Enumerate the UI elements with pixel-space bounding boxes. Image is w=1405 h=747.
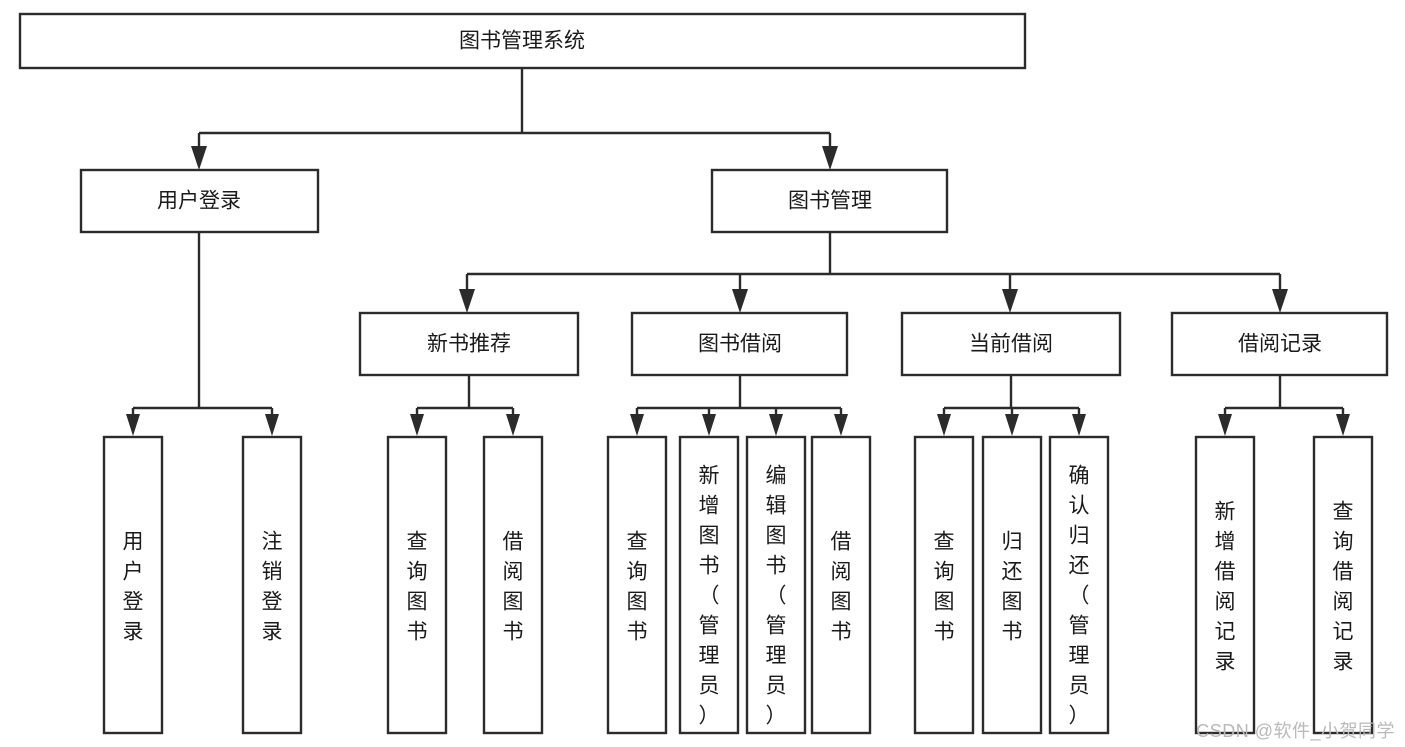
node-user-login-label: 用户登录: [157, 190, 241, 213]
node-user-login-box[interactable]: [79, 168, 320, 234]
leaf-node[interactable]: 查询借阅记录: [1312, 435, 1374, 735]
leaf-node-label: 新增借阅记录: [1215, 500, 1236, 673]
leaf-node-box[interactable]: [745, 435, 807, 735]
leaf-node-box[interactable]: [241, 435, 303, 735]
node-borrow-records[interactable]: 借阅记录: [1170, 311, 1389, 377]
node-borrow-records-label: 借阅记录: [1238, 333, 1322, 356]
arrow-new-book-to-leaf-2: [506, 414, 520, 436]
node-book-management-box[interactable]: [710, 168, 949, 234]
leaf-node[interactable]: 归还图书: [981, 435, 1043, 735]
arrow-records-to-leaf-1: [1218, 414, 1232, 436]
leaf-node-box[interactable]: [981, 435, 1043, 735]
node-current-borrow[interactable]: 当前借阅: [900, 311, 1122, 377]
leaf-node[interactable]: 查询图书: [913, 435, 975, 735]
arrow-user-login-to-leaf-1: [126, 414, 140, 436]
leaf-node[interactable]: 注销登录: [241, 435, 303, 735]
arrow-records-to-leaf-2: [1336, 414, 1350, 436]
arrow-new-book-to-leaf-1: [410, 414, 424, 436]
leaf-node-box[interactable]: [1194, 435, 1256, 735]
leaf-node-box[interactable]: [102, 435, 164, 735]
node-book-management-label: 图书管理: [788, 190, 872, 213]
leaf-node[interactable]: 新增借阅记录: [1194, 435, 1256, 735]
leaf-node-box[interactable]: [482, 435, 544, 735]
watermark: CSDN @软件_小贺同学: [1196, 721, 1395, 741]
leaf-node-label: 编辑图书（管理员）: [766, 464, 787, 727]
leaf-node-label: 借阅图书: [503, 530, 524, 643]
leaf-node-label: 确认归还（管理员）: [1069, 464, 1090, 727]
leaf-node[interactable]: 新增图书（管理员）: [678, 435, 740, 735]
node-book-borrow-box[interactable]: [630, 311, 849, 377]
arrow-root-to-book-mgmt: [822, 146, 838, 170]
arrow-current-to-leaf-3: [1072, 414, 1086, 436]
leaf-node[interactable]: 查询图书: [386, 435, 448, 735]
node-root[interactable]: 图书管理系统: [18, 12, 1027, 70]
leaf-node[interactable]: 用户登录: [102, 435, 164, 735]
node-book-management[interactable]: 图书管理: [710, 168, 949, 234]
leaf-node[interactable]: 借阅图书: [482, 435, 544, 735]
node-borrow-records-box[interactable]: [1170, 311, 1389, 377]
node-book-borrow-label: 图书借阅: [698, 333, 782, 356]
leaf-node-label: 查询图书: [627, 530, 648, 643]
leaf-node-box[interactable]: [386, 435, 448, 735]
arrow-borrow-to-leaf-2: [702, 414, 716, 436]
node-new-book-recommend-box[interactable]: [358, 311, 580, 377]
leaf-node[interactable]: 编辑图书（管理员）: [745, 435, 807, 735]
arrow-current-to-leaf-2: [1005, 414, 1019, 436]
node-book-borrow[interactable]: 图书借阅: [630, 311, 849, 377]
leaf-node-box[interactable]: [606, 435, 668, 735]
node-root-label: 图书管理系统: [459, 30, 585, 53]
arrow-borrow-to-leaf-4: [834, 414, 848, 436]
leaf-node-box[interactable]: [913, 435, 975, 735]
leaf-node-label: 归还图书: [1002, 530, 1023, 643]
leaf-node-label: 借阅图书: [831, 530, 852, 643]
arrow-current-to-leaf-1: [937, 414, 951, 436]
arrow-borrow-to-leaf-3: [769, 414, 783, 436]
connector-layer: [126, 68, 1350, 436]
leaf-node-box[interactable]: [1312, 435, 1374, 735]
leaf-node[interactable]: 借阅图书: [810, 435, 872, 735]
node-new-book-recommend[interactable]: 新书推荐: [358, 311, 580, 377]
arrow-user-login-to-leaf-2: [265, 414, 279, 436]
leaf-node-label: 查询图书: [934, 530, 955, 643]
leaf-layer: 用户登录 注销登录 查询图书 借阅图书 查询图书 新增图书（管理员） 编辑图书（管理员） 借阅…: [102, 435, 1374, 735]
node-user-login[interactable]: 用户登录: [79, 168, 320, 234]
arrow-book-mgmt-to-new-book: [459, 289, 475, 313]
arrow-book-mgmt-to-records: [1272, 289, 1288, 313]
node-current-borrow-label: 当前借阅: [969, 333, 1053, 356]
arrow-borrow-to-leaf-1: [630, 414, 644, 436]
leaf-node-label: 查询借阅记录: [1333, 500, 1354, 673]
leaf-node-box[interactable]: [1048, 435, 1110, 735]
arrow-root-to-user-login: [191, 146, 207, 170]
arrow-book-mgmt-to-current: [1002, 289, 1018, 313]
leaf-node-label: 注销登录: [262, 530, 283, 643]
node-root-box[interactable]: [18, 12, 1027, 70]
leaf-node[interactable]: 确认归还（管理员）: [1048, 435, 1110, 735]
node-current-borrow-box[interactable]: [900, 311, 1122, 377]
leaf-node-label: 用户登录: [123, 530, 144, 643]
arrow-book-mgmt-to-borrow: [732, 289, 748, 313]
leaf-node-label: 查询图书: [407, 530, 428, 643]
node-new-book-recommend-label: 新书推荐: [427, 333, 511, 356]
leaf-node[interactable]: 查询图书: [606, 435, 668, 735]
leaf-node-box[interactable]: [810, 435, 872, 735]
leaf-node-box[interactable]: [678, 435, 740, 735]
leaf-node-label: 新增图书（管理员）: [699, 464, 720, 727]
